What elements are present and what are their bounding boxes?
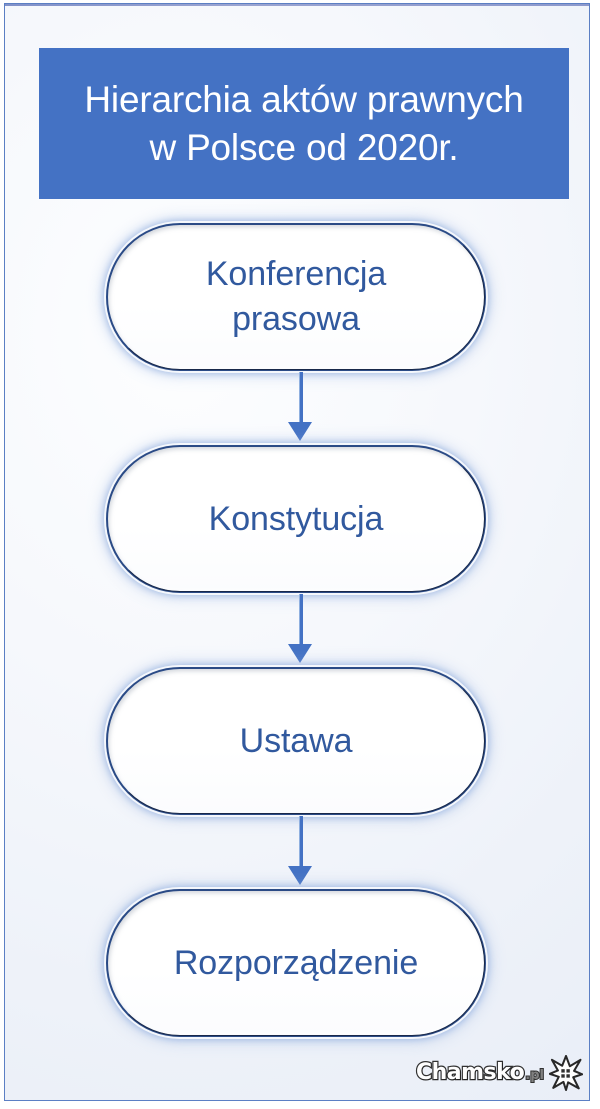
flow-node-1-wrap: Konferencja prasowa [5,220,589,372]
page-title: Hierarchia aktów prawnych w Polsce od 20… [84,79,524,168]
watermark: Chamsko .pl [414,1052,583,1094]
title-banner: Hierarchia aktów prawnych w Polsce od 20… [39,48,569,199]
flow-node-label: Ustawa [239,721,353,760]
flow-node-label: Rozporządzenie [173,943,419,982]
arrow-head-icon [288,866,312,885]
flow-node-2-wrap: Konstytucja [5,442,589,594]
arrow-head-icon [288,422,312,441]
flow-node-label: Konstytucja [208,499,384,538]
watermark-site-name: Chamsko [415,1060,526,1085]
watermark-site-tld: .pl [524,1068,545,1083]
flow-node-konferencja-prasowa[interactable]: Konferencja prasowa [106,223,486,371]
arrow-shaft-icon [299,816,303,872]
arrow-head-icon [288,644,312,663]
flow-arrow-3 [5,816,589,886]
flow-node-label: Konferencja prasowa [205,255,387,338]
flow-node-rozporzadzenie[interactable]: Rozporządzenie [106,889,486,1037]
flow-node-3-wrap: Ustawa [5,664,589,816]
arrow-shaft-icon [299,594,303,650]
flow-node-konstytucja[interactable]: Konstytucja [106,445,486,593]
flowchart: Konferencja prasowa Konstytucja [5,220,589,1038]
flow-arrow-2 [5,594,589,664]
chamsko-star-icon [549,1055,583,1091]
flow-node-4-wrap: Rozporządzenie [5,886,589,1038]
slide-canvas: Hierarchia aktów prawnych w Polsce od 20… [4,3,590,1101]
flow-arrow-1 [5,372,589,442]
arrow-shaft-icon [299,372,303,428]
watermark-text-plate: Chamsko .pl [414,1060,546,1085]
flow-node-ustawa[interactable]: Ustawa [106,667,486,815]
